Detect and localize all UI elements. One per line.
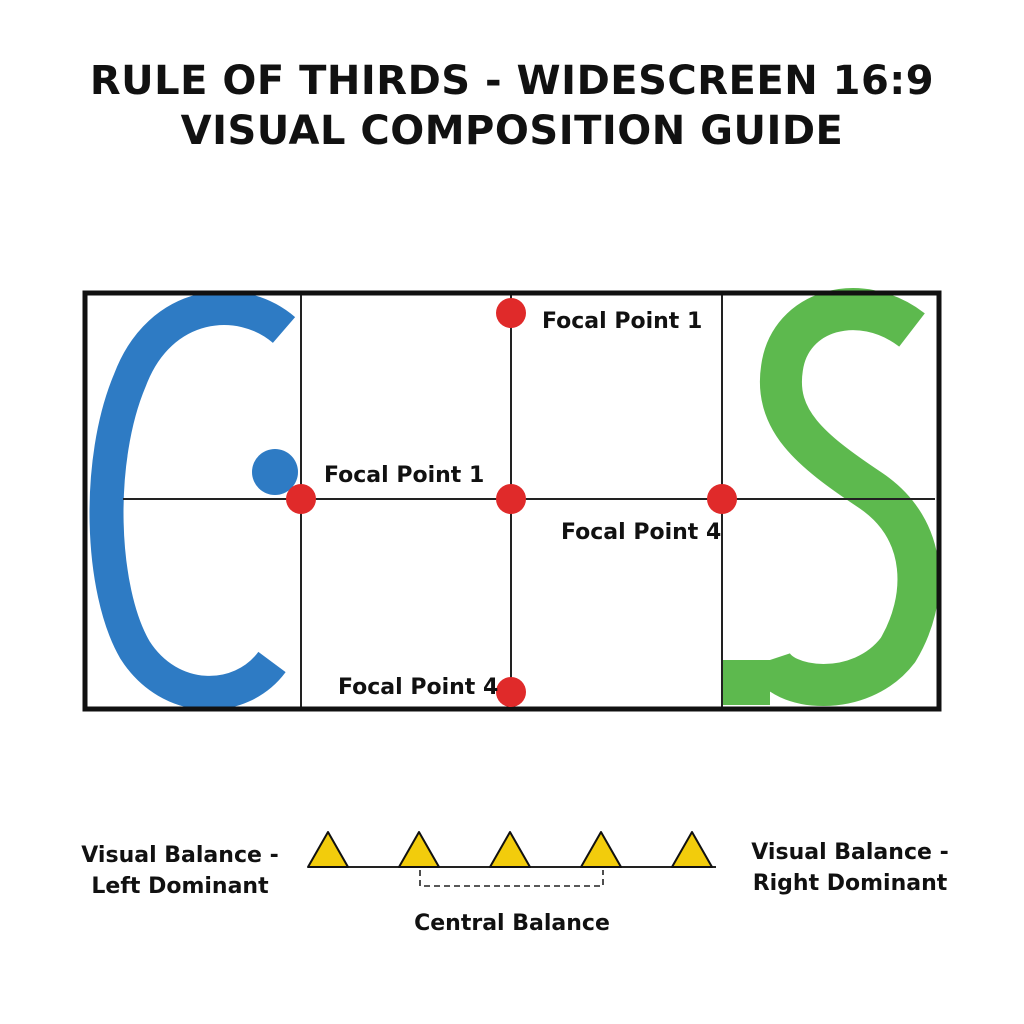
balance-triangle xyxy=(398,831,440,868)
right-balance-label: Visual Balance - Right Dominant xyxy=(751,840,949,896)
focal-point-dot xyxy=(707,484,737,514)
balance-triangle xyxy=(489,831,531,868)
focal-label: Focal Point 1 xyxy=(324,463,484,488)
focal-point-dot xyxy=(496,298,526,328)
focal-point-dot xyxy=(286,484,316,514)
green-s-shape xyxy=(750,288,940,706)
focal-point-dot xyxy=(496,677,526,707)
balance-triangle xyxy=(307,831,349,868)
balance-triangle xyxy=(580,831,622,868)
central-balance-bracket xyxy=(419,870,604,887)
title-line-1: RULE OF THIRDS - WIDESCREEN 16:9 xyxy=(89,58,935,104)
title-line-2: VISUAL COMPOSITION GUIDE xyxy=(180,108,844,154)
page-title: RULE OF THIRDS - WIDESCREEN 16:9 VISUAL … xyxy=(0,56,1024,156)
focal-label: Focal Point 1 xyxy=(542,309,702,334)
blue-c-shape xyxy=(89,291,296,710)
central-balance-label: Central Balance xyxy=(414,911,610,936)
balance-triangle xyxy=(671,831,713,868)
blue-dot xyxy=(252,449,298,495)
left-balance-label: Visual Balance - Left Dominant xyxy=(81,843,279,899)
green-s-foot xyxy=(722,660,770,705)
focal-point-dot xyxy=(496,484,526,514)
focal-label: Focal Point 4 xyxy=(338,675,498,700)
balance-triangles xyxy=(307,831,713,868)
widescreen-frame xyxy=(82,290,942,712)
focal-label: Focal Point 4 xyxy=(561,520,721,545)
